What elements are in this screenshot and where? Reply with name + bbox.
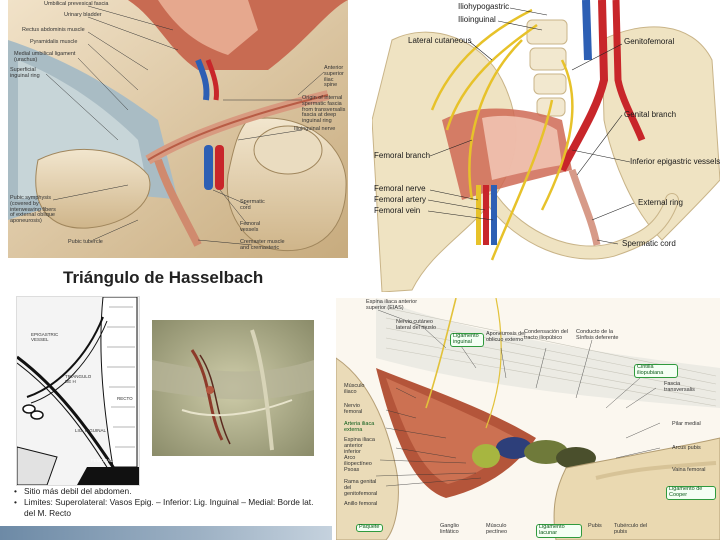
bullet-text: Limites: Superolateral: Vasos Epig. – In… xyxy=(24,497,314,518)
hesselbach-schematic: EPIGASTRIC VESSEL TRIÁNGULO DE H LIG. IN… xyxy=(16,296,140,486)
label-femoral-vein: Femoral vein xyxy=(374,206,421,215)
label-urinary-bladder: Urinary bladder xyxy=(64,12,102,18)
label-umbilical-prevesical-fascia: Umbilical prevesical fascia xyxy=(44,1,109,7)
myopectineal-orifice-illustration: Espina iliaca anterior superior (EIAS) N… xyxy=(336,298,720,540)
label-arco-iliopectineo: Arco iliopectíneo xyxy=(344,455,372,467)
label-recto: RECTO xyxy=(117,396,133,401)
label-genitofemoral: Genitofemoral xyxy=(624,37,675,46)
label-femoral-artery: Femoral artery xyxy=(374,195,427,204)
label-anillo-femoral: Anillo femoral xyxy=(344,501,378,507)
label-rama-genital: Rama genital del genitofemoral xyxy=(344,479,378,497)
label-arcus-pubis: Arcus pubis xyxy=(672,445,701,451)
inguinal-anatomy-illustration: Umbilical prevesical fascia Urinary blad… xyxy=(8,0,348,258)
label-vaina-femoral: Vaina femoral xyxy=(672,467,706,473)
label-musculo-pectineo: Músculo pectíneo xyxy=(486,523,508,535)
label-genital-branch: Genital branch xyxy=(624,110,677,119)
label-pubic-symphysis: Pubic symphysis (covered by interweaving… xyxy=(10,195,56,225)
page-title: Triángulo de Hasselbach xyxy=(63,268,264,287)
label-aponeurosis-oblicuo: Aponeurosis del oblicuo externo xyxy=(486,331,526,343)
label-iliohypogastric: Iliohypogastric xyxy=(458,2,510,11)
bullet-dot: • xyxy=(14,486,17,496)
label-psoas: Psoas xyxy=(344,467,360,473)
label-femoral: FEMORAL xyxy=(91,458,113,463)
bullet-dot: • xyxy=(14,497,17,507)
label-pubic-tubercle: Pubic tubercle xyxy=(68,239,103,245)
label-tuberculo-pubis: Tubérculo del pubis xyxy=(614,523,648,535)
label-fascia-transversalis: Fascia transversalis xyxy=(664,381,695,393)
label-ganglio-linfatico: Ganglio linfático xyxy=(440,523,459,535)
label-espina-iliaca-inferior: Espina iliaca anterior inferior xyxy=(344,437,375,455)
bullet-list: • Sitio más debil del abdomen. • Limites… xyxy=(14,486,326,519)
label-ligamento-lacunar: Ligamento lacunar xyxy=(536,524,582,538)
bullet-item: • Sitio más debil del abdomen. xyxy=(14,486,326,497)
inguinal-anatomy-drawing xyxy=(8,0,348,258)
dissection-photo xyxy=(152,320,314,456)
label-ilioinguinal: Ilioinguinal xyxy=(458,15,496,24)
inguinal-nerves-illustration: Iliohypogastric Ilioinguinal Lateral cut… xyxy=(372,0,720,292)
label-lateral-cutaneous-nerve: Nervio cutáneo lateral del muslo xyxy=(396,319,437,331)
label-lateral-cutaneous: Lateral cutaneous xyxy=(408,36,472,45)
label-anterior-superior-iliac-spine: Anterior superior iliac spine xyxy=(324,65,344,89)
label-rectus-abdominis: Rectus abdominis muscle xyxy=(22,27,85,33)
label-ligamento-cooper: Ligamento de Cooper xyxy=(666,486,716,500)
label-ilioinguinal-nerve: Ilioinguinal nerve xyxy=(294,126,336,132)
label-triangle-h: TRIÁNGULO DE H xyxy=(65,374,92,384)
label-eias: Espina iliaca anterior superior (EIAS) xyxy=(366,299,418,311)
label-ligamento-inguinal: Ligamento inguinal xyxy=(450,333,484,347)
label-femoral-vessels: Femoral vessels xyxy=(240,221,261,233)
label-cintilla-iliopubiana: Cintilla iliopubiana xyxy=(634,364,678,378)
label-cremaster-muscle: Cremaster muscle and cremasteric xyxy=(240,239,285,251)
label-nervio-femoral: Nervio femoral xyxy=(344,403,363,415)
label-condensacion-tracto: Condensación del tracto iliopúbico xyxy=(524,329,569,341)
label-external-ring: External ring xyxy=(638,198,683,207)
label-femoral-nerve: Femoral nerve xyxy=(374,184,426,193)
slide-bottom-bar xyxy=(0,526,332,540)
label-spermatic-cord-right: Spermatic cord xyxy=(622,239,676,248)
label-pilar-medial: Pilar medial xyxy=(672,421,701,427)
bullet-item: • Limites: Superolateral: Vasos Epig. – … xyxy=(14,497,326,519)
label-paquete: Paquete xyxy=(356,524,383,532)
label-pubis: Pubis xyxy=(588,523,602,529)
label-inferior-epigastric-vessels: Inferior epigastric vessels xyxy=(630,157,720,166)
inguinal-nerves-drawing xyxy=(372,0,720,292)
myopectineal-orifice-drawing xyxy=(336,298,720,540)
hesselbach-schematic-drawing xyxy=(17,297,139,485)
label-conducto-sinfisis: Conducto de la Sínfisis deferente xyxy=(576,329,619,341)
label-internal-spermatic-fascia-origin: Origin of internal spermatic fascia from… xyxy=(302,95,346,125)
label-epigastric-vessel: EPIGASTRIC VESSEL xyxy=(31,332,59,342)
dissection-photo-drawing xyxy=(152,320,314,456)
label-superficial-inguinal-ring: Superficial inguinal ring xyxy=(10,67,40,79)
label-lig-inguinal: LIG. INGUINAL xyxy=(75,428,107,433)
label-pyramidalis: Pyramidalis muscle xyxy=(30,39,78,45)
label-arteria-iliaca-externa: Arteria iliaca externa xyxy=(344,421,375,433)
label-musculo-iliaco: Músculo iliaco xyxy=(344,383,365,395)
label-femoral-branch: Femoral branch xyxy=(374,151,431,160)
bullet-text: Sitio más debil del abdomen. xyxy=(24,486,132,496)
label-medial-umbilical-ligament: Medial umbilical ligament (urachus) xyxy=(14,51,76,63)
label-spermatic-cord: Spermatic cord xyxy=(240,199,265,211)
